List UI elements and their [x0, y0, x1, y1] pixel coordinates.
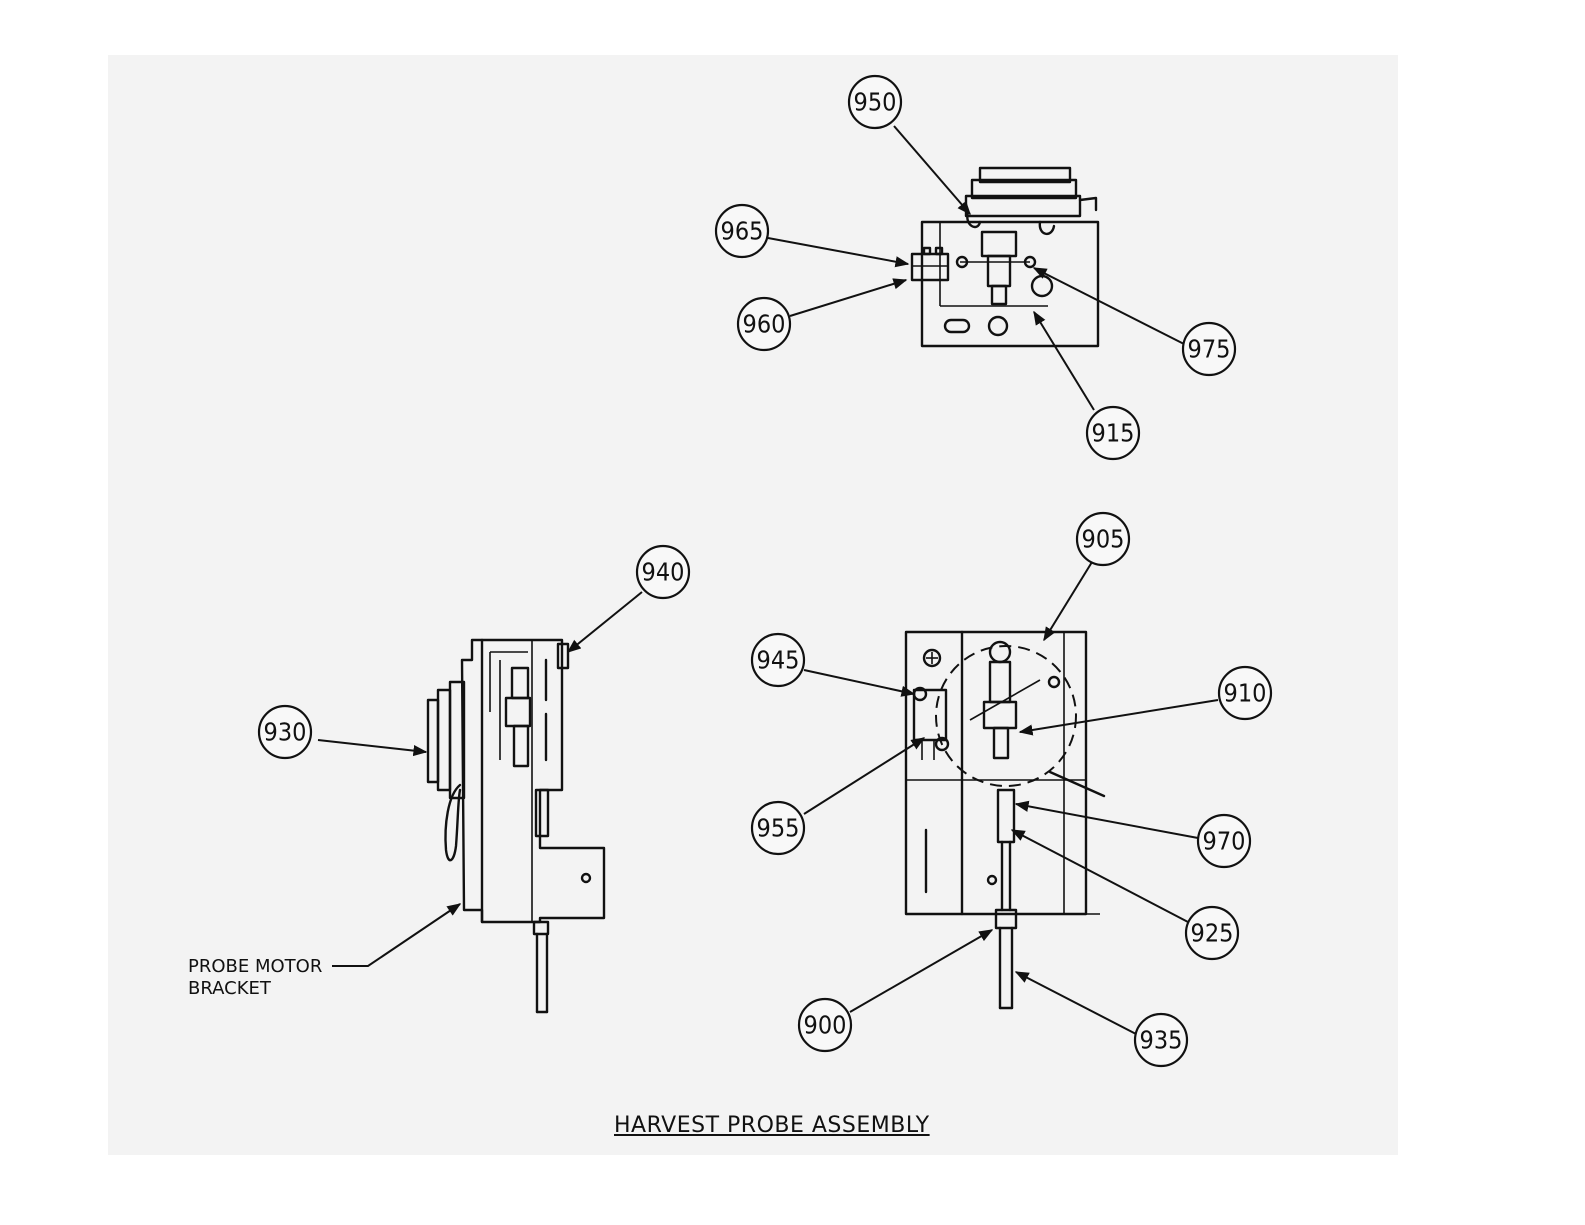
side-view: [428, 640, 604, 1012]
callout-915-text: 915: [1092, 419, 1135, 448]
callout-960: 960: [738, 298, 790, 350]
callout-930: 930: [259, 706, 311, 758]
callout-960-text: 960: [743, 310, 786, 339]
bracket-label-line1: PROBE MOTOR: [188, 956, 322, 977]
callout-900: 900: [799, 999, 851, 1051]
callout-930-text: 930: [264, 718, 307, 747]
callout-965: 965: [716, 205, 768, 257]
callout-965-text: 965: [721, 217, 764, 246]
leader-lines: [318, 126, 1218, 1034]
top-view: [912, 168, 1098, 346]
callout-955-text: 955: [757, 814, 800, 843]
callout-915: 915: [1087, 407, 1139, 459]
callout-945: 945: [752, 634, 804, 686]
callout-955: 955: [752, 802, 804, 854]
callout-905-text: 905: [1082, 525, 1125, 554]
callout-935: 935: [1135, 1014, 1187, 1066]
callout-950: 950: [849, 76, 901, 128]
callout-910: 910: [1219, 667, 1271, 719]
callout-905: 905: [1077, 513, 1129, 565]
callout-950-text: 950: [854, 88, 897, 117]
bracket-label-line2: BRACKET: [188, 978, 272, 999]
callout-975: 975: [1183, 323, 1235, 375]
drawing-title: HARVEST PROBE ASSEMBLY: [614, 1113, 930, 1138]
callout-900-text: 900: [804, 1011, 847, 1040]
callout-970: 970: [1198, 815, 1250, 867]
callout-970-text: 970: [1203, 827, 1246, 856]
front-view: [906, 632, 1104, 1008]
callout-935-text: 935: [1140, 1026, 1183, 1055]
callout-945-text: 945: [757, 646, 800, 675]
callout-910-text: 910: [1224, 679, 1267, 708]
callout-975-text: 975: [1188, 335, 1231, 364]
callout-925-text: 925: [1191, 919, 1234, 948]
callout-940-text: 940: [642, 558, 685, 587]
callout-940: 940: [637, 546, 689, 598]
callout-925: 925: [1186, 907, 1238, 959]
